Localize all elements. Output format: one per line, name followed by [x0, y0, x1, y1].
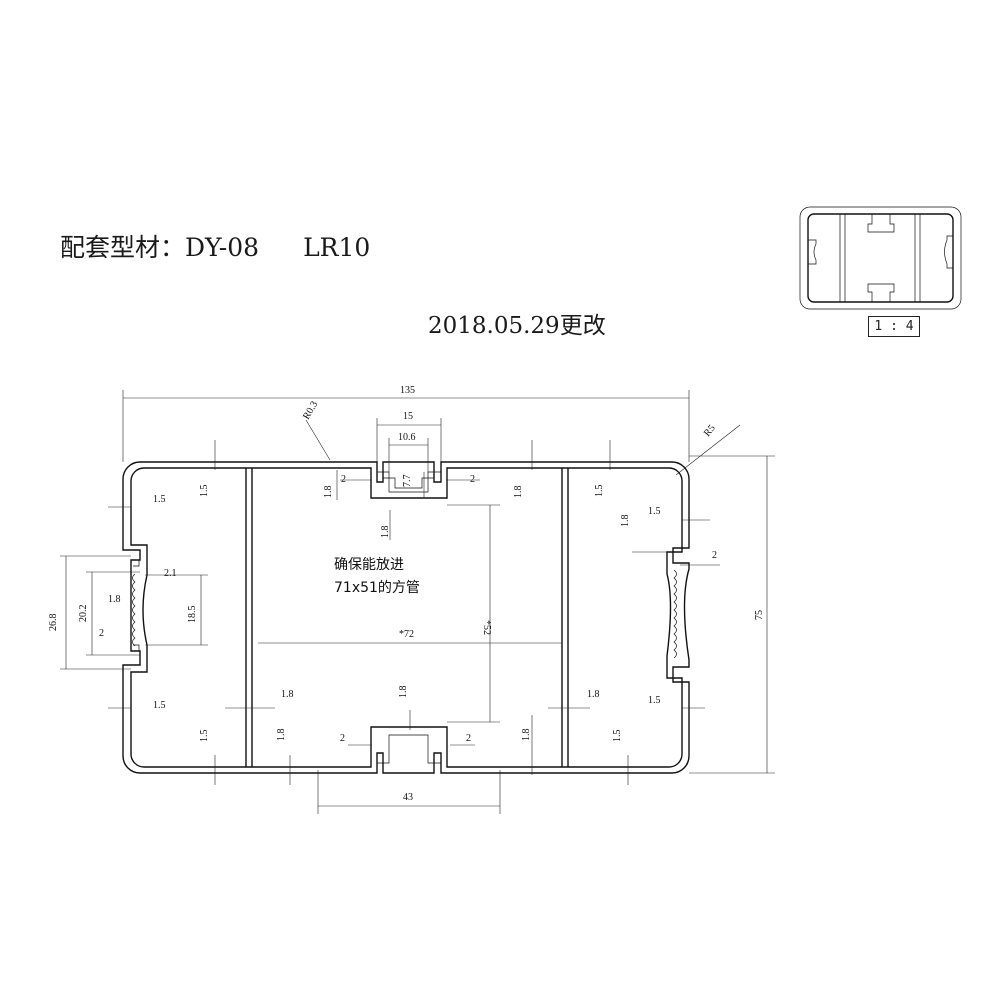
dim-left-height-b: 20.2 — [78, 605, 89, 623]
dim-left-height-c: 18.5 — [187, 606, 198, 624]
dim-wall-1-5-top-right: 1.5 — [594, 485, 605, 498]
dim-height: 75 — [754, 610, 765, 620]
dim-wall-1-8-right: 1.8 — [620, 515, 631, 528]
dim-wall-2-slot-left: 2 — [341, 474, 346, 485]
dim-wall-1-5-bottom-right: 1.5 — [612, 730, 623, 743]
dim-wall-1-5-left-bottom: 1.5 — [153, 700, 166, 711]
dim-wall-1-5-left-top: 1.5 — [153, 494, 166, 505]
dim-wall-1-5-right-top: 1.5 — [648, 506, 661, 517]
dim-wall-1-5-top-left: 1.5 — [199, 485, 210, 498]
dim-wall-2-bottom-left: 2 — [340, 733, 345, 744]
dim-wall-1-8-left: 1.8 — [108, 594, 121, 605]
thumbnail-profile — [799, 206, 962, 310]
dim-bottom-slot: 43 — [403, 792, 413, 803]
note-line-1: 确保能放进 — [334, 557, 404, 573]
note-line-2: 71x51的方管 — [334, 580, 420, 596]
dim-wall-1-8-slot-left: 1.8 — [323, 486, 334, 499]
dim-wall-1-8-bottom-left: 1.8 — [276, 729, 287, 742]
profile-code: LR10 — [303, 233, 371, 262]
dim-wall-1-8-web-left: 1.8 — [281, 689, 294, 700]
dim-wall-1-8-web-right: 1.8 — [587, 689, 600, 700]
dim-wall-2-right: 2 — [712, 550, 717, 561]
dim-overall-width: 135 — [400, 385, 415, 396]
dim-wall-2-1: 2.1 — [164, 568, 177, 579]
dim-inner-width: *72 — [399, 629, 414, 640]
dimension-lines — [60, 390, 775, 814]
dim-wall-1-8-slot-bottom: 1.8 — [380, 526, 391, 539]
dim-wall-1-8-slot-right: 1.8 — [513, 486, 524, 499]
revision-note: 2018.05.29更改 — [428, 313, 606, 339]
title-line: 配套型材：DY-08 LR10 — [60, 228, 370, 264]
dim-wall-2-bottom-right: 2 — [466, 733, 471, 744]
profile-label: 配套型材：DY-08 — [60, 233, 260, 262]
dimension-labels: 135 15 10.6 R0.3 R5 75 *72 *52 43 26.8 2… — [48, 385, 765, 803]
dim-radius-corner: R5 — [702, 423, 718, 439]
dim-wall-2-left: 2 — [99, 628, 104, 639]
dim-inner-height: *52 — [481, 620, 492, 635]
dim-radius-small: R0.3 — [301, 399, 320, 421]
scale-box: 1 : 4 — [868, 316, 920, 337]
dim-wall-1-8-bottom-right: 1.8 — [521, 729, 532, 742]
dim-slot-inner: 10.6 — [398, 432, 416, 443]
dim-wall-1-8-bottom-slot: 1.8 — [398, 686, 409, 699]
profile-outline — [122, 461, 690, 774]
dim-wall-2-slot-right: 2 — [470, 474, 475, 485]
dim-wall-7-7: 7.7 — [402, 475, 413, 488]
dim-slot-outer: 15 — [403, 411, 413, 422]
dim-left-height-a: 26.8 — [48, 614, 59, 632]
dim-wall-1-5-bottom-left: 1.5 — [199, 730, 210, 743]
dim-wall-1-5-right-bottom: 1.5 — [648, 695, 661, 706]
